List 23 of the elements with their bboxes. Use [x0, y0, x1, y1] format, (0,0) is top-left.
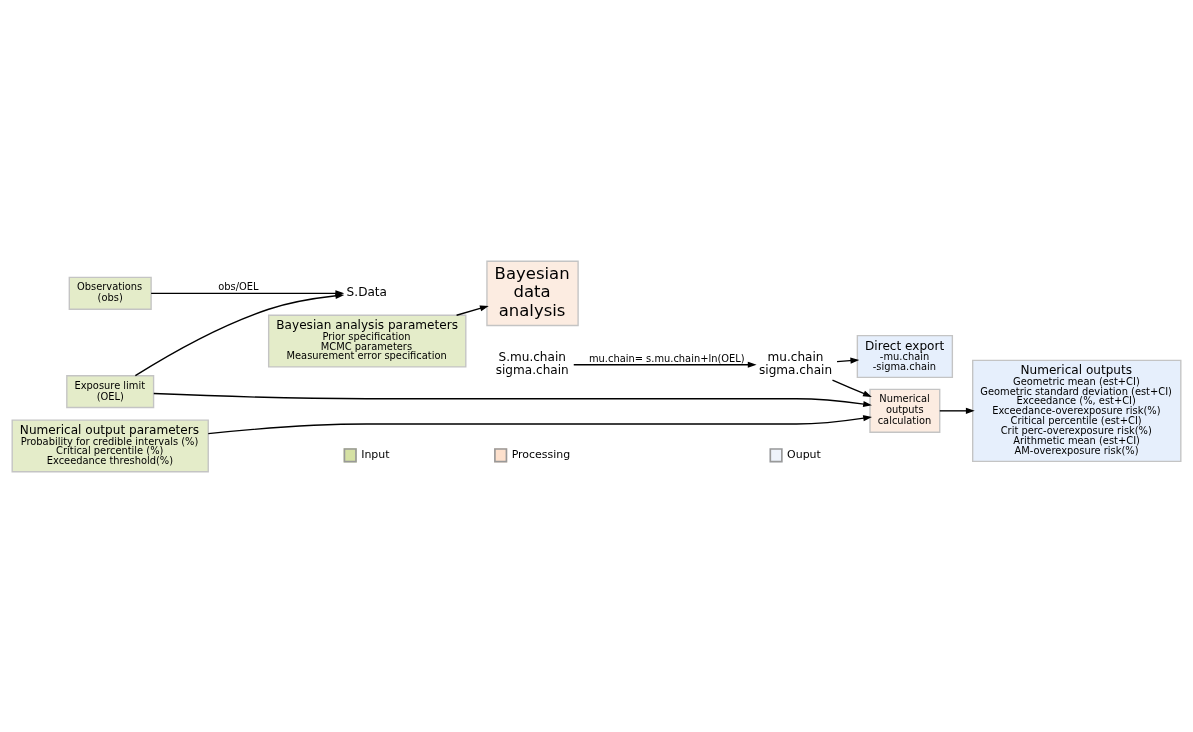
arrow: [153, 392, 872, 407]
arrow: [573, 361, 757, 368]
node-box: Bayesian data analysis: [486, 260, 579, 326]
arrow: [455, 304, 489, 316]
node-box: Numerical outputs calculation: [869, 388, 941, 433]
node-box: Numerical outputs Geometric mean (est+CI) Geometric standard deviation (est+CI) Exceedance (%, est+CI) Exceedance-overexposure risk(%) Critical percentile (est+CI) Crit perc-overexposure risk(%) Arithmetic mean (est+CI) AM-overexposure risk(%): [972, 359, 1182, 462]
node-box: Observations (obs): [68, 276, 152, 310]
arrow: [831, 378, 872, 397]
edge-label: obs/OEL: [218, 280, 259, 292]
node-box: Direct export -mu.chain -sigma.chain: [856, 334, 954, 378]
node-text: S.mu.chain sigma.chain: [495, 349, 569, 377]
legend-label: Input: [361, 447, 390, 461]
arrow: [207, 414, 872, 434]
node-text: mu.chain sigma.chain: [759, 349, 833, 377]
arrow: [939, 407, 975, 414]
node-box: Numerical output parameters Probability for credible intervals (%) Critical percentile (%) Exceedance threshold(%): [11, 419, 209, 472]
legend-label: Processing: [511, 447, 571, 461]
node-box: Exposure limit (OEL): [66, 374, 155, 408]
edge-label: mu.chain= s.mu.chain+ln(OEL): [588, 352, 745, 364]
node-text: S.Data: [346, 284, 387, 299]
arrow: [134, 292, 345, 376]
node-box: Bayesian analysis parameters Prior specification MCMC parameters Measurement error specification: [267, 314, 467, 368]
legend-label: Ouput: [787, 447, 821, 461]
